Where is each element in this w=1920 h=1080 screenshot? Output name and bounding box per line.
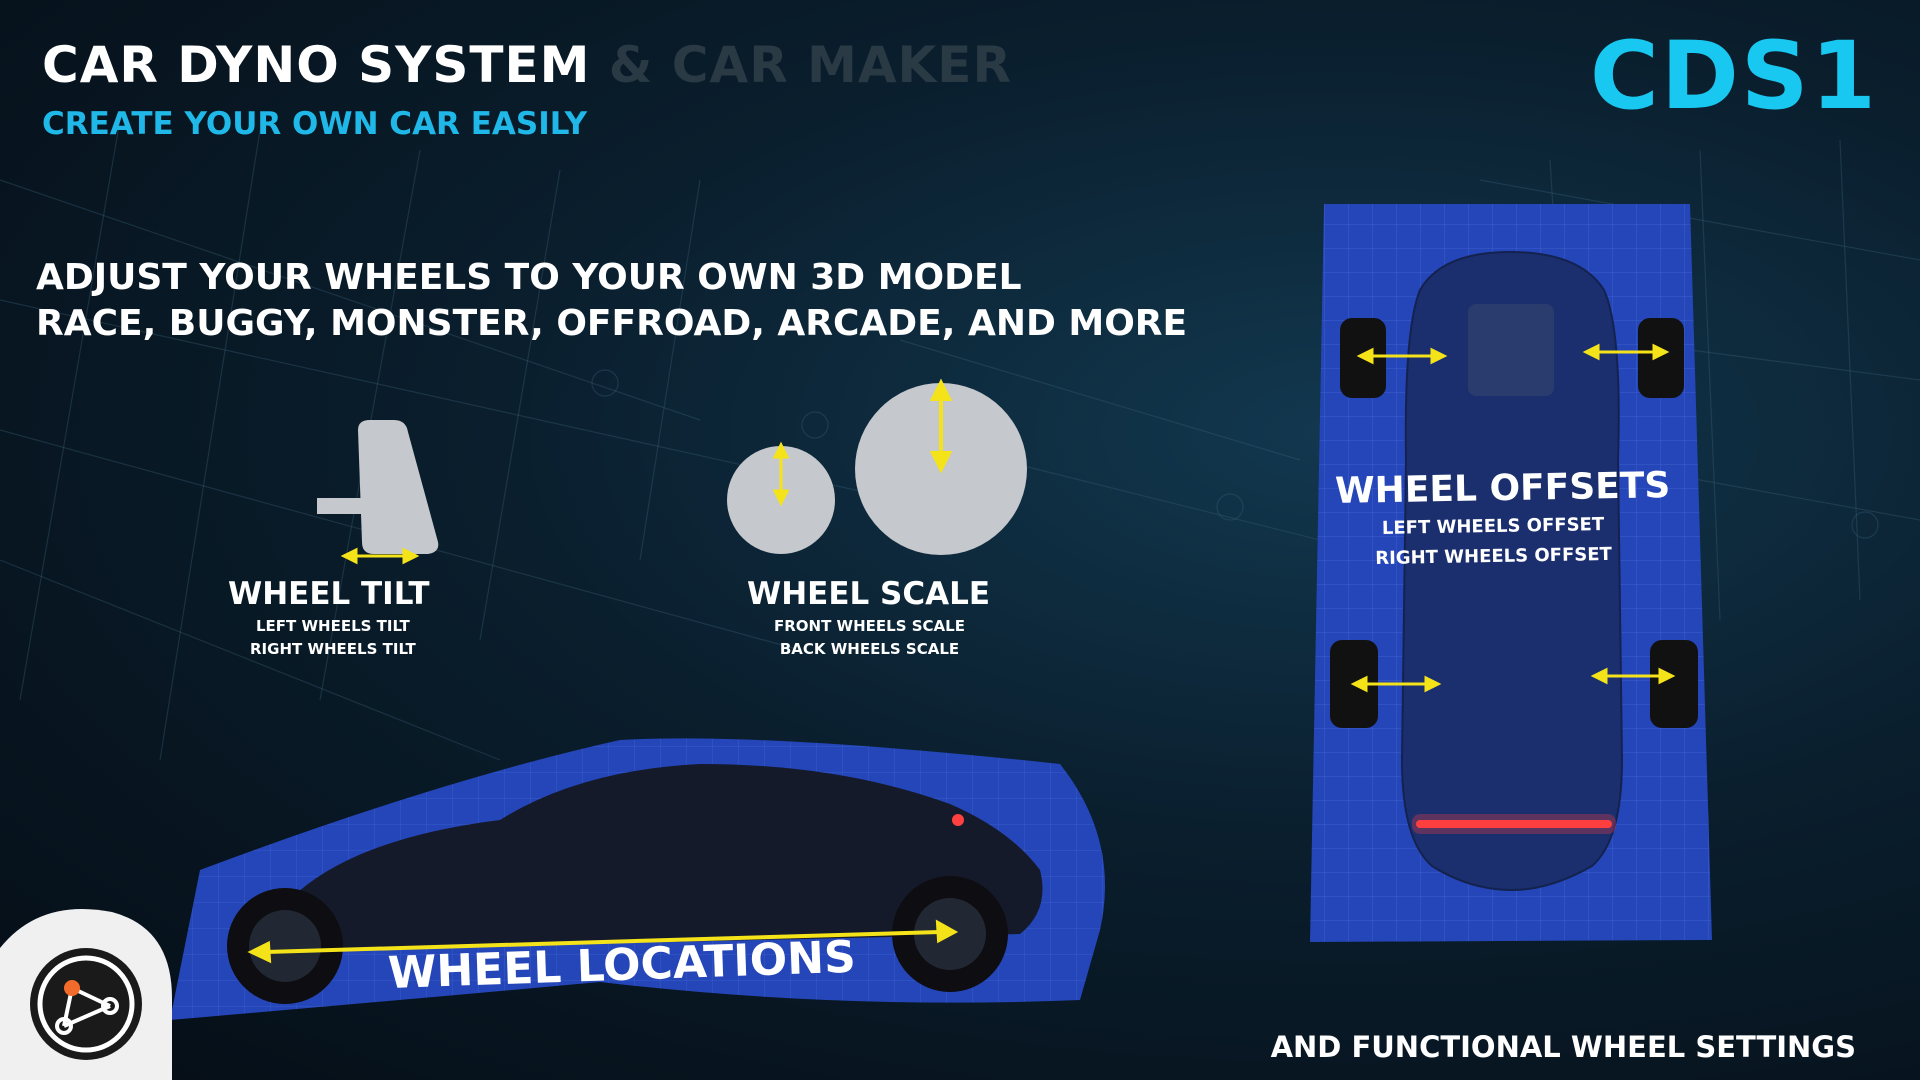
side-tail-light xyxy=(952,814,964,826)
wheel-tilt-sub-2: RIGHT WHEELS TILT xyxy=(250,640,416,658)
headline: ADJUST YOUR WHEELS TO YOUR OWN 3D MODEL … xyxy=(36,255,1187,347)
title-secondary: & CAR MAKER xyxy=(608,36,1012,94)
wheel-offsets-panel xyxy=(1310,204,1712,942)
car-topdown-body xyxy=(1400,250,1624,892)
double-arrow-icon xyxy=(247,919,959,964)
wheel-offsets-subtitle: LEFT WHEELS OFFSET RIGHT WHEELS OFFSET xyxy=(1374,510,1612,574)
wheel-scale-sub-2: BACK WHEELS SCALE xyxy=(779,640,960,658)
page-subtitle: CREATE YOUR OWN CAR EASILY xyxy=(42,106,588,142)
brand-logo-text: CDS1 xyxy=(1589,22,1878,131)
wheel-offsets-sub-1: LEFT WHEELS OFFSET xyxy=(1381,514,1605,539)
wheel-scale-illustration xyxy=(727,378,1027,555)
node-graph-logo-icon xyxy=(0,908,172,1080)
car-engine-block xyxy=(1468,304,1554,396)
double-arrow-icon xyxy=(772,441,790,507)
wheel-front-right xyxy=(1638,318,1684,398)
double-arrow-icon xyxy=(1350,675,1442,693)
wheel-offsets-sub-2: RIGHT WHEELS OFFSET xyxy=(1375,543,1613,570)
wheel-offsets-title: WHEEL OFFSETS xyxy=(1334,465,1671,512)
wheel-tilt-subtitle: LEFT WHEELS TILT RIGHT WHEELS TILT xyxy=(250,615,416,661)
double-arrow-icon xyxy=(340,547,420,565)
double-arrow-icon xyxy=(929,378,953,474)
tilted-wheel-shape xyxy=(358,420,439,554)
wheel-tilt-illustration xyxy=(317,420,439,565)
car-side-body xyxy=(278,764,1043,950)
wheel-tilt-sub-1: LEFT WHEELS TILT xyxy=(255,617,410,635)
double-arrow-icon xyxy=(1590,667,1676,685)
wheel-rear-right xyxy=(1650,640,1698,728)
headline-line-1: ADJUST YOUR WHEELS TO YOUR OWN 3D MODEL xyxy=(36,257,1022,298)
headline-line-2: RACE, BUGGY, MONSTER, OFFROAD, ARCADE, A… xyxy=(36,303,1188,344)
wheel-scale-sub-1: FRONT WHEELS SCALE xyxy=(774,617,965,635)
axle-shape xyxy=(317,498,367,514)
double-arrow-icon xyxy=(1582,343,1670,361)
double-arrow-icon xyxy=(1356,347,1448,365)
page-title: CAR DYNO SYSTEM & CAR MAKER xyxy=(42,36,1012,94)
wheel-scale-title: WHEEL SCALE xyxy=(747,576,991,612)
footer-note: AND FUNCTIONAL WHEEL SETTINGS xyxy=(1270,1030,1856,1064)
title-primary: CAR DYNO SYSTEM xyxy=(42,36,591,94)
wheel-locations-panel xyxy=(170,738,1105,1020)
wheel-scale-subtitle: FRONT WHEELS SCALE BACK WHEELS SCALE xyxy=(774,615,965,661)
wheel-tilt-title: WHEEL TILT xyxy=(228,576,430,612)
tail-light xyxy=(1416,820,1612,828)
